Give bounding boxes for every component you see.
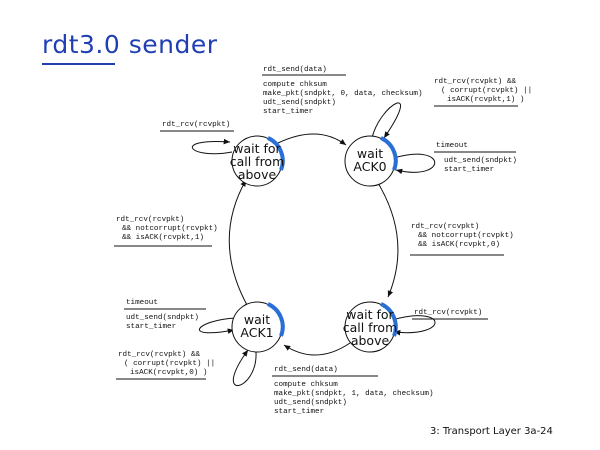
- state-wait-ack1-line2: ACK1: [240, 325, 273, 340]
- rcv-idle1-event: rdt_rcv(rcvpkt): [414, 309, 482, 317]
- send0-action-3: udt_send(sndpkt): [263, 99, 336, 107]
- ack0-ok-event: rdt_rcv(rcvpkt): [411, 223, 479, 231]
- rcv-ack0-bad-line1: ( corrupt(rcvpkt) ||: [441, 87, 532, 95]
- state-wait-ack1: wait ACK1: [231, 301, 285, 353]
- ack0-ok-line2: && isACK(rcvpkt,0): [418, 241, 500, 249]
- state-wait-call-0: wait for call from above: [230, 135, 285, 187]
- label-rcv-ack0-bad: rdt_rcv(rcvpkt) && ( corrupt(rcvpkt) || …: [434, 78, 532, 107]
- slide-footer: 3: Transport Layer 3a-24: [430, 426, 553, 437]
- rcv-ack0-bad-event: rdt_rcv(rcvpkt) &&: [434, 78, 516, 86]
- state-wait-call-0-line3: above: [238, 167, 277, 182]
- label-timeout0: timeout udt_send(sndpkt) start_timer: [434, 142, 517, 174]
- send1-action-4: start_timer: [274, 408, 324, 416]
- timeout0-event: timeout: [436, 142, 468, 150]
- arrow-send1: [283, 342, 351, 356]
- rcv-ack1-bad-line2: isACK(rcvpkt,0) ): [130, 369, 207, 377]
- label-send0: rdt_send(data) compute chksum make_pkt(s…: [262, 66, 423, 116]
- loop-rcv-idle0: [191, 138, 233, 155]
- label-send1: rdt_send(data) compute chksum make_pkt(s…: [272, 366, 434, 416]
- state-wait-ack0-line2: ACK0: [353, 159, 386, 174]
- send0-action-1: compute chksum: [263, 81, 327, 89]
- state-wait-ack0-line1: wait: [357, 146, 383, 161]
- timeout0-action-2: start_timer: [444, 166, 494, 174]
- timeout1-action-1: udt_send(sndpkt): [126, 314, 199, 322]
- slide-title: rdt3.0 sender: [42, 30, 218, 59]
- loop-rcv-ack1-bad: [232, 349, 257, 387]
- state-wait-call-0-line1: wait for: [233, 141, 281, 156]
- send1-event: rdt_send(data): [274, 366, 338, 374]
- label-ack1-ok: rdt_rcv(rcvpkt) && notcorrupt(rcvpkt) &&…: [114, 216, 218, 247]
- title-prefix: rdt3.0: [42, 30, 121, 59]
- arrow-ack1-ok: [228, 179, 248, 306]
- state-wait-ack1-line1: wait: [244, 312, 270, 327]
- timeout0-action-1: udt_send(sndpkt): [444, 157, 517, 165]
- label-rcv-ack1-bad: rdt_rcv(rcvpkt) && ( corrupt(rcvpkt) || …: [116, 351, 215, 380]
- rcv-idle0-event: rdt_rcv(rcvpkt): [162, 121, 230, 129]
- loop-timeout0: [393, 153, 436, 175]
- timeout1-event: timeout: [126, 299, 158, 307]
- loop-rcv-ack0-bad: [371, 102, 402, 139]
- rcv-ack0-bad-line2: isACK(rcvpkt,1) ): [447, 96, 524, 104]
- state-wait-ack0: wait ACK0: [344, 135, 398, 187]
- label-rcv-idle0: rdt_rcv(rcvpkt): [160, 121, 234, 132]
- loop-timeout1: [198, 317, 237, 334]
- arrow-ack0-ok: [377, 182, 399, 298]
- title-suffix: sender: [120, 30, 218, 59]
- timeout1-action-2: start_timer: [126, 323, 176, 331]
- send0-action-2: make_pkt(sndpkt, 0, data, checksum): [263, 90, 423, 98]
- state-wait-call-0-line2: call from: [230, 154, 285, 169]
- rcv-ack1-bad-line1: ( corrupt(rcvpkt) ||: [124, 360, 215, 368]
- state-wait-call-1-line2: call from: [343, 320, 398, 335]
- send1-action-3: udt_send(sndpkt): [274, 399, 347, 407]
- ack0-ok-line1: && notcorrupt(rcvpkt): [418, 232, 514, 240]
- label-ack0-ok: rdt_rcv(rcvpkt) && notcorrupt(rcvpkt) &&…: [410, 223, 514, 256]
- send1-action-1: compute chksum: [274, 381, 338, 389]
- arrow-send0: [277, 133, 347, 146]
- loop-rcv-idle1: [391, 315, 436, 336]
- send0-event: rdt_send(data): [263, 66, 327, 74]
- label-rcv-idle1: rdt_rcv(rcvpkt): [412, 309, 488, 320]
- label-timeout1: timeout udt_send(sndpkt) start_timer: [124, 299, 206, 331]
- send0-action-4: start_timer: [263, 108, 313, 116]
- send1-action-2: make_pkt(sndpkt, 1, data, checksum): [274, 390, 434, 398]
- ack1-ok-line2: && isACK(rcvpkt,1): [122, 234, 204, 242]
- state-wait-call-1-line1: wait for: [346, 307, 394, 322]
- ack1-ok-event: rdt_rcv(rcvpkt): [116, 216, 184, 224]
- title-underline: [42, 63, 115, 65]
- rcv-ack1-bad-event: rdt_rcv(rcvpkt) &&: [118, 351, 200, 359]
- state-wait-call-1-line3: above: [351, 333, 390, 348]
- ack1-ok-line1: && notcorrupt(rcvpkt): [122, 225, 218, 233]
- state-wait-call-1: wait for call from above: [343, 301, 398, 353]
